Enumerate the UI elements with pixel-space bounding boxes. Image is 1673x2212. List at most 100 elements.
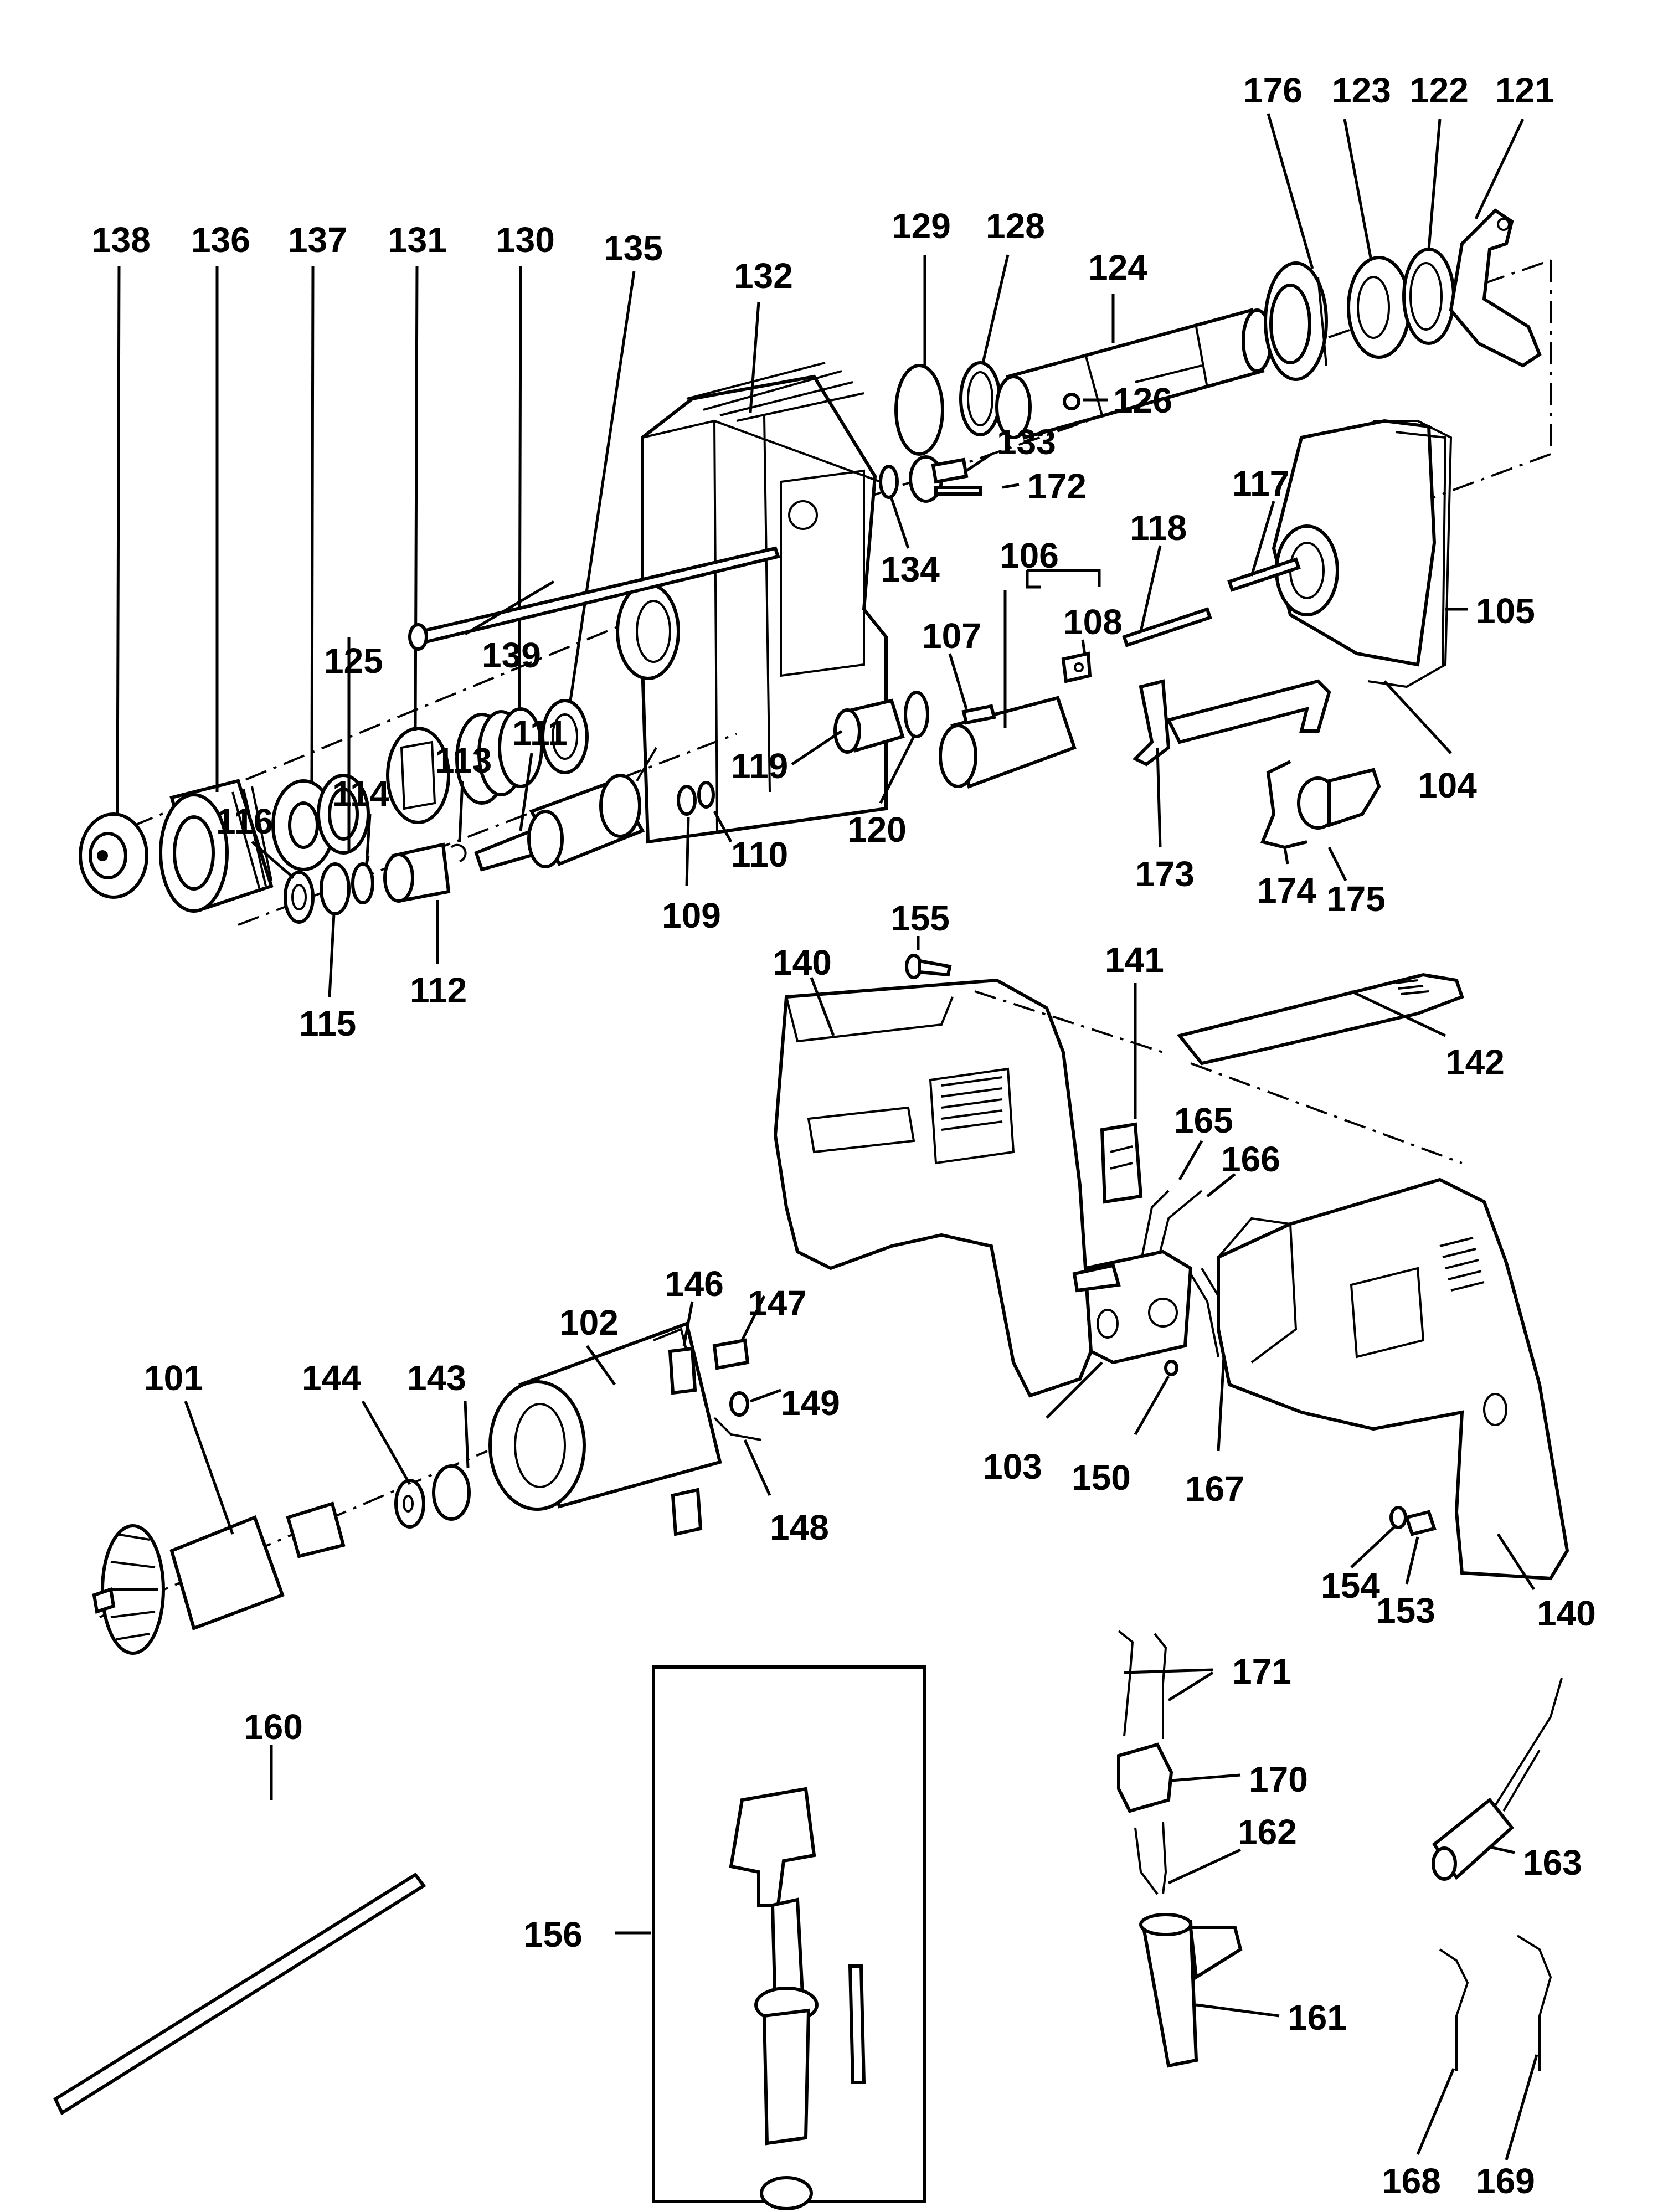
- label-101: 101: [144, 1358, 203, 1398]
- label-124: 124: [1088, 248, 1147, 287]
- label-141: 141: [1105, 940, 1164, 980]
- label-172: 172: [1027, 466, 1087, 506]
- part-160-rod: 160: [53, 1707, 426, 2116]
- part-122-needle-bearing: 122: [1402, 70, 1469, 345]
- label-161: 161: [1288, 1998, 1347, 2038]
- label-111: 111: [512, 713, 568, 753]
- part-101-armature: 101: [92, 1358, 346, 1655]
- housing-axis: [974, 990, 1463, 1164]
- label-129: 129: [892, 206, 951, 246]
- label-147: 147: [748, 1283, 807, 1323]
- part-113-circlip: 113: [435, 740, 492, 862]
- part-166-wire: 166: [1156, 1139, 1280, 1263]
- label-167: 167: [1185, 1469, 1244, 1509]
- label-136: 136: [191, 220, 250, 260]
- part-168-wire: 168: [1382, 1948, 1469, 2201]
- part-176-gear: 176: [1243, 70, 1328, 381]
- part-107-pin: 107: [922, 616, 996, 725]
- label-171: 171: [1232, 1652, 1291, 1691]
- label-175: 175: [1326, 879, 1386, 919]
- label-156: 156: [523, 1915, 583, 1954]
- label-169: 169: [1476, 2161, 1535, 2201]
- label-139: 139: [482, 635, 541, 675]
- label-113: 113: [435, 740, 492, 780]
- part-140-housing-right: 140: [1217, 1177, 1596, 1633]
- part-142-top-cover: 142: [1176, 973, 1505, 1082]
- part-139-screw: 139: [408, 546, 780, 675]
- label-125: 125: [324, 641, 383, 681]
- label-160: 160: [244, 1707, 303, 1747]
- part-149-brush: 149: [729, 1383, 840, 1423]
- label-173: 173: [1135, 854, 1195, 894]
- part-133-lever: 133: [909, 422, 1056, 503]
- part-148-spring: 148: [713, 1417, 829, 1547]
- part-119-piston: 119: [731, 698, 905, 786]
- part-172-screw: 172: [934, 466, 1087, 506]
- part-154-screw: 154: [1321, 1506, 1407, 1606]
- part-175-selector-knob: 175: [1297, 768, 1386, 919]
- part-123-washer: 123: [1332, 70, 1411, 359]
- label-120: 120: [847, 810, 907, 850]
- label-131: 131: [388, 220, 447, 260]
- part-150-screw: 150: [1072, 1360, 1178, 1498]
- label-121: 121: [1495, 70, 1554, 110]
- label-119: 119: [731, 746, 788, 786]
- part-144-bearing: 144: [302, 1358, 425, 1529]
- part-132-gear-housing: 132: [616, 256, 888, 844]
- part-140-housing-left: 140: [773, 943, 1093, 1398]
- label-104: 104: [1418, 765, 1477, 805]
- part-141-plate: 141: [1100, 940, 1164, 1204]
- label-166: 166: [1221, 1139, 1280, 1179]
- label-142: 142: [1445, 1042, 1505, 1082]
- part-135-seal: 135: [541, 228, 663, 774]
- part-115-disc: 115: [299, 862, 356, 1043]
- part-138-chuck-cap: 138: [79, 220, 151, 899]
- label-117: 117: [1232, 464, 1289, 503]
- label-114: 114: [332, 774, 390, 814]
- label-162: 162: [1238, 1812, 1297, 1852]
- label-163: 163: [1523, 1843, 1582, 1882]
- part-161-cord-guard: 161: [1139, 1913, 1347, 2068]
- label-105: 105: [1476, 591, 1535, 631]
- part-169-wire: 169: [1476, 1935, 1552, 2201]
- label-130: 130: [496, 220, 555, 260]
- label-103: 103: [983, 1447, 1042, 1486]
- label-155: 155: [890, 898, 950, 938]
- label-168: 168: [1382, 2161, 1441, 2201]
- part-118-spring: 118: [1122, 508, 1212, 647]
- label-170: 170: [1249, 1760, 1308, 1799]
- part-brush-holder-lower: [671, 1488, 703, 1536]
- label-174: 174: [1257, 871, 1316, 910]
- part-147-brush-holder: 147: [712, 1283, 807, 1370]
- label-176: 176: [1243, 70, 1303, 110]
- label-140-top: 140: [773, 943, 832, 982]
- part-129-o-ring: 129: [892, 206, 951, 456]
- part-173-shift-fork: 173: [1132, 679, 1331, 894]
- part-110-washer: 110: [697, 781, 788, 874]
- label-122: 122: [1409, 70, 1469, 110]
- part-170-terminal-block: 170: [1117, 1742, 1308, 1813]
- part-134-ring: 134: [879, 465, 940, 589]
- label-148: 148: [770, 1508, 829, 1547]
- part-137-washer: 137: [271, 220, 347, 871]
- part-106-108-bracket: 106 108: [1000, 536, 1123, 660]
- label-126: 126: [1113, 380, 1172, 420]
- part-116-bearing: 116: [216, 801, 315, 924]
- part-125-ring: 125: [317, 637, 383, 855]
- label-143: 143: [407, 1358, 466, 1398]
- label-140-bottom: 140: [1537, 1593, 1596, 1633]
- label-154: 154: [1321, 1566, 1380, 1606]
- part-165-wire: 165: [1140, 1100, 1233, 1263]
- part-109-washer: 109: [662, 785, 721, 935]
- label-150: 150: [1072, 1458, 1131, 1498]
- label-108: 108: [1063, 602, 1123, 642]
- label-138: 138: [91, 220, 151, 260]
- label-116: 116: [216, 801, 273, 841]
- part-136-sleeve: 136: [159, 220, 274, 913]
- part-104-105-flange: 105 104: [1272, 419, 1535, 805]
- part-155-screw: 155: [890, 898, 952, 979]
- part-156-side-handle: 156: [523, 1665, 926, 2210]
- part-114-washer: 114: [332, 774, 390, 904]
- label-149: 149: [781, 1383, 840, 1423]
- label-165: 165: [1174, 1100, 1233, 1140]
